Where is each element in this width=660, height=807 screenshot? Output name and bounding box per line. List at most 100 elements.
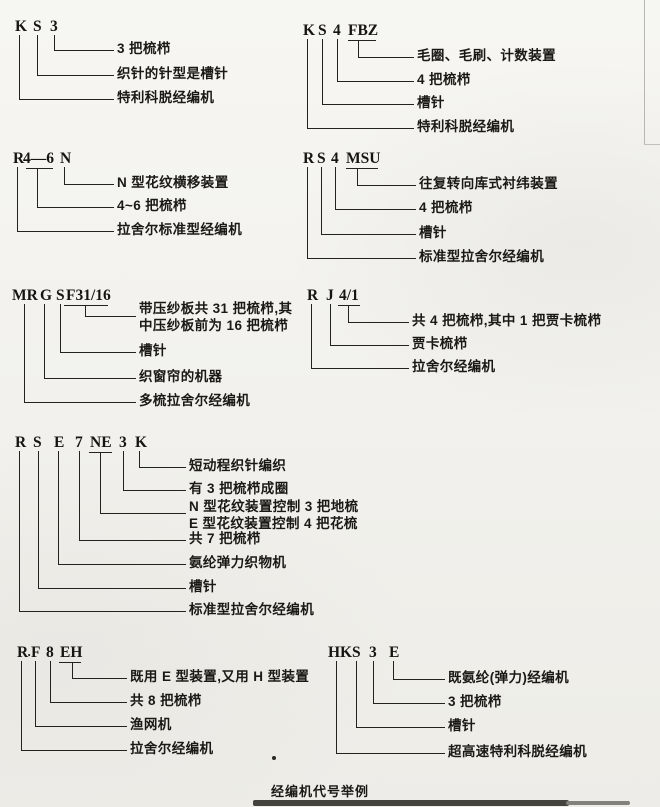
bracket-line [348,40,376,41]
connector-line [356,661,445,728]
code-part: K [135,434,148,451]
code-label: 槽针 [419,225,447,240]
connector-line [393,661,445,680]
code-label: 超高速特利科脱经编机 [448,744,587,759]
code-label: 标准型拉舍尔经编机 [419,249,545,264]
code-part: S [33,434,42,451]
code-label: 共 7 把梳栉 [189,531,261,546]
code-part: E [389,644,400,661]
code-part: FBZ [348,22,379,39]
code-part: 7 [75,434,83,451]
code-label: 特利科脱经编机 [417,119,515,134]
code-label: 毛圈、毛刷、计数装置 [417,48,556,63]
connector-line [336,661,445,754]
code-label: 贾卡梳栉 [412,336,468,351]
ink-speck [272,756,276,760]
connector-line [37,35,114,76]
connector-line [311,304,409,369]
connector-line [321,167,416,235]
code-part: S [56,287,65,304]
code-part: S [318,22,327,39]
code-part: R [307,287,319,304]
code-label: 多梳拉舍尔经编机 [139,393,251,408]
connector-line [54,35,114,51]
code-label: 往复转向库式衬纬装置 [419,176,558,191]
code-part: F [31,644,41,661]
connector-line [50,661,127,703]
code-label: 拉舍尔经编机 [412,359,496,374]
code-label: 3 把梳栉 [448,694,502,709]
code-label: 共 8 把梳栉 [130,693,202,708]
connector-line [139,451,186,468]
code-part: R [15,434,27,451]
code-label: N 型花纹装置控制 3 把地梳 E 型花纹装置控制 4 把花梳 [189,499,359,531]
connector-line [58,451,186,565]
connector-line [37,168,114,208]
connector-line [123,451,186,491]
code-part: 8 [46,644,54,661]
code-label: 既氨纶(弹力)经编机 [448,670,569,685]
connector-line [60,304,136,353]
code-part: E [54,434,65,451]
connector-line [85,305,136,317]
code-part: 4 [331,150,339,167]
code-part: N [60,150,72,167]
code-part: R [13,150,25,167]
code-part: HK [328,644,353,661]
code-label: 共 4 把梳栉,其中 1 把贾卡梳栉 [412,313,602,328]
bracket-line [26,168,53,169]
connector-line [358,40,414,58]
code-label: 织针的针型是槽针 [117,66,229,81]
bracket-line [338,305,360,306]
bracket-line [59,662,81,663]
code-label: 标准型拉舍尔经编机 [189,602,315,617]
code-label: 槽针 [417,95,445,110]
connector-line [335,167,416,210]
code-part: 4 [333,22,341,39]
code-label: 3 把梳栉 [117,41,171,56]
code-part: S [33,18,42,35]
code-part: MR [12,287,38,304]
code-part: MSU [346,150,381,167]
connector-line [357,168,416,186]
code-part: 3 [119,434,127,451]
code-label: 既用 E 型装置,又用 H 型装置 [130,669,310,684]
code-label: 槽针 [448,718,476,733]
connector-line [307,39,414,129]
connector-line [44,304,136,379]
connector-line [38,451,186,589]
code-label: 渔网机 [130,717,172,732]
code-label: 拉舍尔标准型经编机 [117,222,243,237]
code-part: G [40,287,53,304]
code-part: 4/1 [339,287,359,304]
bracket-line [64,305,108,306]
connector-line [64,167,114,185]
code-part: K [15,18,28,35]
connector-line [19,35,114,100]
connector-line [348,305,409,323]
connector-line [307,167,416,259]
connector-line [21,661,127,751]
code-label: 4~6 把梳栉 [117,198,187,213]
connector-line [373,661,445,704]
connector-line [35,661,127,727]
code-label: 拉舍尔经编机 [130,741,214,756]
code-part: R [17,644,29,661]
bracket-line [346,168,378,169]
scan-artifact-gray-band [566,801,630,805]
connector-line [322,39,414,105]
code-separator: · [27,647,32,662]
code-part: 3 [369,644,377,661]
connector-line [17,167,114,232]
code-label: 4 把梳栉 [419,200,473,215]
code-part: K [303,22,316,39]
connector-line [330,304,409,346]
figure-caption: 经编机代号举例 [270,784,369,799]
code-part: J [326,287,334,304]
connector-line [19,451,186,612]
code-part: S [352,644,361,661]
code-part: F31/16 [66,287,111,304]
connector-line [100,452,186,514]
code-label: 织窗帘的机器 [139,369,223,384]
